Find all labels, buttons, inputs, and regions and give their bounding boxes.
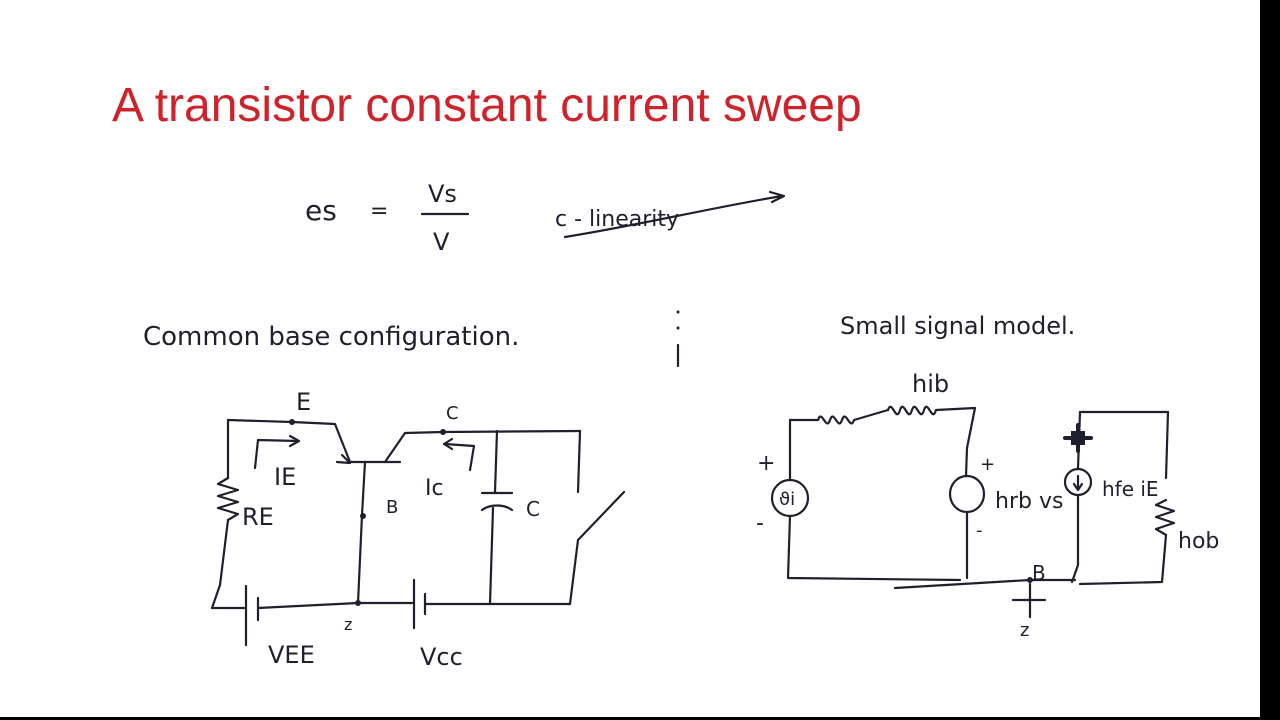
output-wire-top [1078, 410, 1170, 480]
hib-label: hib [912, 370, 949, 398]
input-source-label: ϑi [779, 489, 795, 510]
small-signal-model: hib + - ϑi + - hrb vs hfe iE hob B z [756, 370, 1219, 641]
feedback-plus: + [980, 454, 995, 475]
left-ground-label: z [344, 615, 352, 634]
feedback-wire-top [964, 406, 977, 478]
collector-current-label: Ic [425, 476, 444, 501]
switch-blade [576, 490, 626, 542]
slide-title: A transistor constant current sweep [112, 79, 862, 132]
emitter-resistor-label: RE [242, 503, 274, 531]
bottom-wire-left [256, 601, 360, 610]
base-node [360, 513, 366, 519]
base-wire [356, 460, 367, 605]
hob-label: hob [1178, 529, 1219, 554]
equation-lhs: es [305, 194, 337, 227]
switch-wire-bottom [568, 538, 580, 606]
equation-numerator: Vs [428, 180, 457, 208]
current-source-wire-bottom [1070, 494, 1080, 584]
vcc-label: Vcc [420, 643, 463, 671]
capacitor-plate-bottom [480, 504, 514, 512]
base-label: B [386, 497, 398, 518]
arrow-head [768, 190, 786, 204]
switch-wire-top [576, 429, 582, 494]
equation-equals: = [370, 199, 388, 224]
collector-wire [383, 429, 582, 464]
capacitor-label: C [526, 497, 540, 521]
emitter-current-label: IE [274, 463, 296, 491]
frame-border-bottom [0, 717, 1280, 720]
output-wire-bottom [1078, 533, 1168, 586]
hob-resistor [1154, 498, 1176, 537]
separator-dot [676, 326, 680, 330]
collector-current-head [442, 437, 454, 451]
collector-node [440, 429, 446, 435]
emitter-label: E [296, 388, 311, 416]
emitter-resistor [216, 476, 240, 522]
base-wire [893, 578, 1077, 590]
left-wire-bottom [210, 518, 230, 610]
capacitor-wire-bottom [488, 506, 495, 606]
linearity-underline [563, 194, 784, 239]
capacitor-wire-top [493, 429, 499, 494]
equation-denominator: V [433, 228, 450, 256]
plus-marker-cross [1063, 423, 1093, 453]
base-label: B [1032, 561, 1046, 585]
feedback-source-label: hrb vs [995, 489, 1063, 514]
vee-label: VEE [268, 641, 315, 669]
right-ground-label: z [1020, 620, 1029, 641]
separator-dot [676, 310, 680, 314]
input-plus: + [757, 451, 775, 476]
collector-label: C [446, 403, 459, 424]
emitter-node [289, 419, 295, 425]
current-source-label: hfe iE [1102, 477, 1159, 501]
emitter-current-head [288, 434, 301, 448]
common-base-circuit: E C B IE Ic RE C VEE Vcc z [210, 388, 626, 671]
hib-resistor-a [816, 408, 890, 425]
feedback-source-circle [948, 474, 986, 514]
feedback-minus: - [976, 520, 983, 541]
emitter-current-arrow [253, 438, 300, 470]
current-source-arrow [1072, 474, 1084, 492]
right-circuit-heading: Small signal model. [840, 312, 1075, 340]
emitter-wire [226, 418, 352, 464]
collector-current-arrow [443, 442, 476, 472]
hib-resistor-b [886, 405, 977, 416]
input-minus: - [756, 511, 764, 536]
equation: es = Vs V c - linearity [305, 180, 786, 256]
base-node [1027, 577, 1033, 583]
frame-border-right [1260, 0, 1280, 720]
input-wire-bottom [786, 514, 962, 582]
left-circuit-heading: Common base configuration. [143, 322, 519, 352]
